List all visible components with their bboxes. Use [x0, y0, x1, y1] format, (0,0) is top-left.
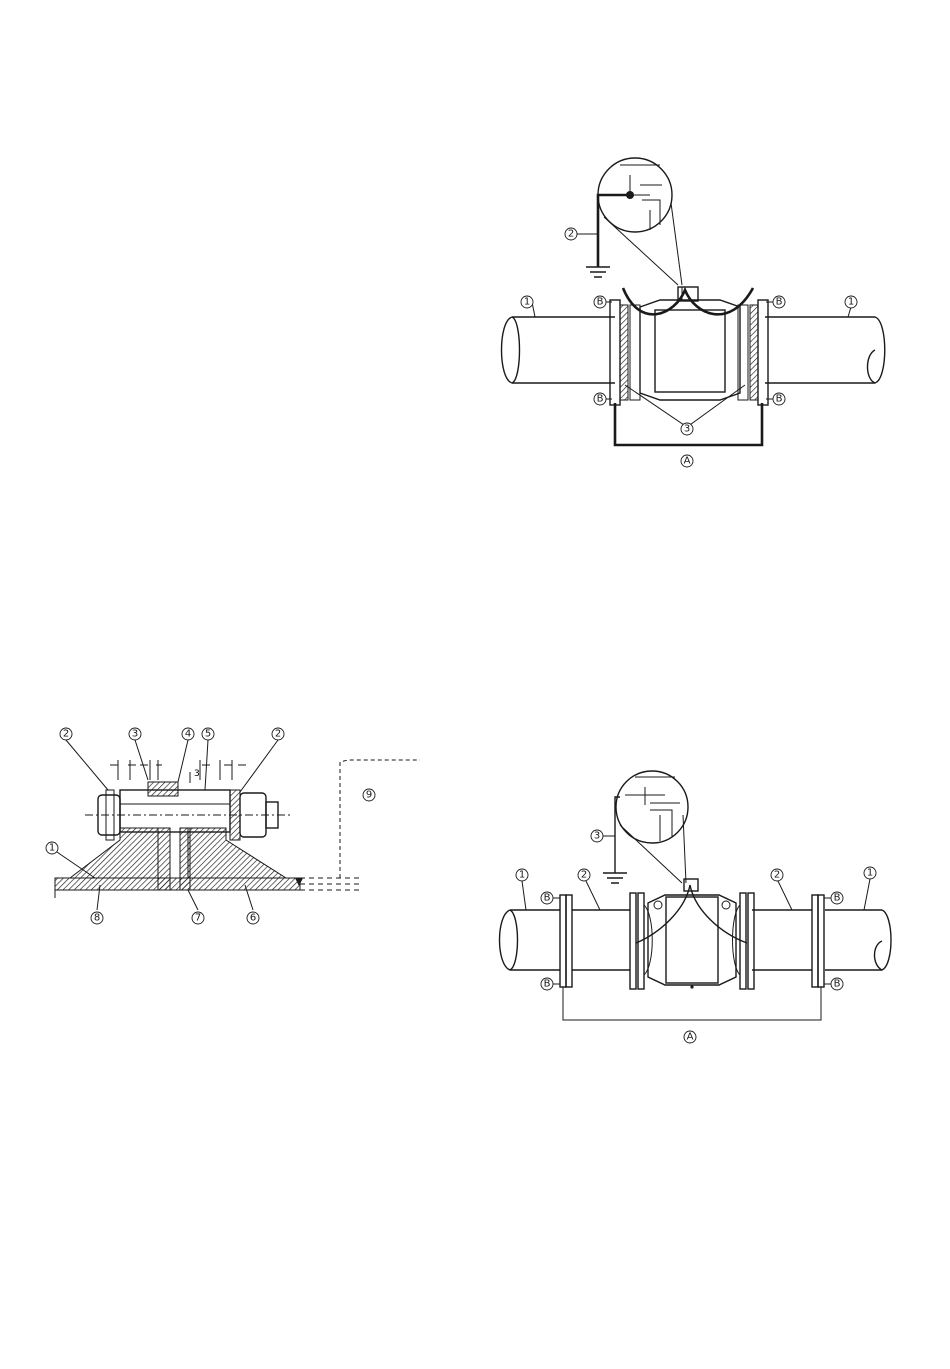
svg-text:4: 4	[185, 729, 191, 740]
flange-right	[738, 300, 768, 405]
svg-text:B: B	[776, 394, 783, 405]
pipe-left	[502, 317, 616, 383]
sleeve-right	[180, 828, 190, 890]
pipe-right	[825, 910, 891, 970]
svg-text:3: 3	[594, 831, 600, 842]
svg-text:2: 2	[275, 729, 281, 740]
callout-flange-br: B	[824, 978, 843, 990]
detail-magnifier	[598, 158, 682, 285]
svg-text:B: B	[544, 979, 551, 990]
callout-7: 7	[192, 912, 204, 924]
svg-text:1: 1	[519, 870, 525, 881]
inner-flange-right	[722, 893, 754, 989]
outer-flange-right	[812, 895, 824, 987]
callout-ground-wire: 2	[565, 228, 598, 240]
svg-text:5: 5	[205, 729, 211, 740]
callout-pipe-left: 1	[516, 869, 528, 910]
svg-text:1: 1	[524, 297, 530, 308]
callout-adapter-right: 2	[771, 869, 792, 910]
callout-flange-tr: B	[766, 296, 785, 308]
svg-text:9: 9	[366, 790, 372, 801]
svg-text:6: 6	[250, 913, 256, 924]
callout-flange-br: B	[766, 393, 785, 405]
svg-text:2: 2	[568, 229, 574, 240]
callout-bridge: A	[684, 1031, 696, 1043]
svg-text:B: B	[834, 979, 841, 990]
callout-3: 3	[129, 728, 141, 740]
bridge-wire	[563, 987, 821, 1020]
svg-text:B: B	[544, 893, 551, 904]
sleeve-left	[158, 828, 170, 890]
adapter-left	[572, 910, 630, 970]
svg-text:3: 3	[684, 424, 690, 435]
svg-text:2: 2	[774, 870, 780, 881]
level-marker	[295, 760, 420, 886]
svg-text:A: A	[684, 456, 691, 467]
callout-flange-bl: B	[541, 978, 560, 990]
svg-text:3: 3	[194, 769, 200, 779]
callout-2-left: 2	[60, 728, 72, 740]
callout-bridge: A	[681, 455, 693, 467]
pipe-left	[500, 910, 561, 970]
callout-flange-tl: B	[594, 296, 612, 308]
dimension-arrows: 3	[110, 760, 246, 783]
callout-flange-tl: B	[541, 892, 560, 904]
svg-text:7: 7	[195, 913, 201, 924]
bolt-section-diagram: 3 2 3 4 5 2 1 8 7 6 9	[40, 720, 430, 930]
ground-wire	[586, 195, 630, 277]
inner-flange-left	[630, 893, 662, 989]
callout-pipe-left: 1	[521, 296, 535, 317]
meter-body	[640, 287, 740, 400]
callout-pipe-right: 1	[864, 867, 876, 910]
flange-left	[610, 300, 640, 405]
callout-flange-bl: B	[594, 393, 612, 405]
svg-text:B: B	[597, 297, 604, 308]
callout-8: 8	[91, 912, 103, 924]
callout-4: 4	[182, 728, 194, 740]
callout-2-right: 2	[272, 728, 284, 740]
callout-5: 5	[202, 728, 214, 740]
svg-text:1: 1	[867, 868, 873, 879]
svg-text:1: 1	[848, 297, 854, 308]
pipe-right	[765, 317, 885, 383]
callout-1: 1	[46, 842, 58, 854]
callout-adapter-left: 2	[578, 869, 600, 910]
adapter-right	[752, 910, 812, 970]
svg-text:A: A	[687, 1032, 694, 1043]
outer-flange-left	[560, 895, 572, 987]
svg-text:2: 2	[581, 870, 587, 881]
svg-text:2: 2	[63, 729, 69, 740]
ground-wire	[603, 797, 627, 883]
grounding-diagram-top: 1 1 2 B B B B 3 A	[490, 155, 890, 475]
callout-pipe-right: 1	[845, 296, 857, 317]
flange-jumper-wires	[636, 885, 747, 943]
callout-9: 9	[363, 789, 375, 801]
meter-body	[648, 879, 736, 989]
detail-magnifier	[616, 771, 688, 883]
callout-gasket: 3	[681, 423, 693, 435]
svg-text:1: 1	[49, 843, 55, 854]
callout-ground-wire: 3	[591, 830, 615, 842]
callout-6: 6	[247, 912, 259, 924]
svg-text:3: 3	[132, 729, 138, 740]
svg-text:B: B	[776, 297, 783, 308]
svg-text:B: B	[834, 893, 841, 904]
grounding-diagram-bottom: 1 1 2 2 3 B B B B A	[490, 765, 900, 1055]
svg-text:B: B	[597, 394, 604, 405]
base-plate	[55, 878, 360, 898]
svg-text:8: 8	[94, 913, 100, 924]
callout-flange-tr: B	[824, 892, 843, 904]
